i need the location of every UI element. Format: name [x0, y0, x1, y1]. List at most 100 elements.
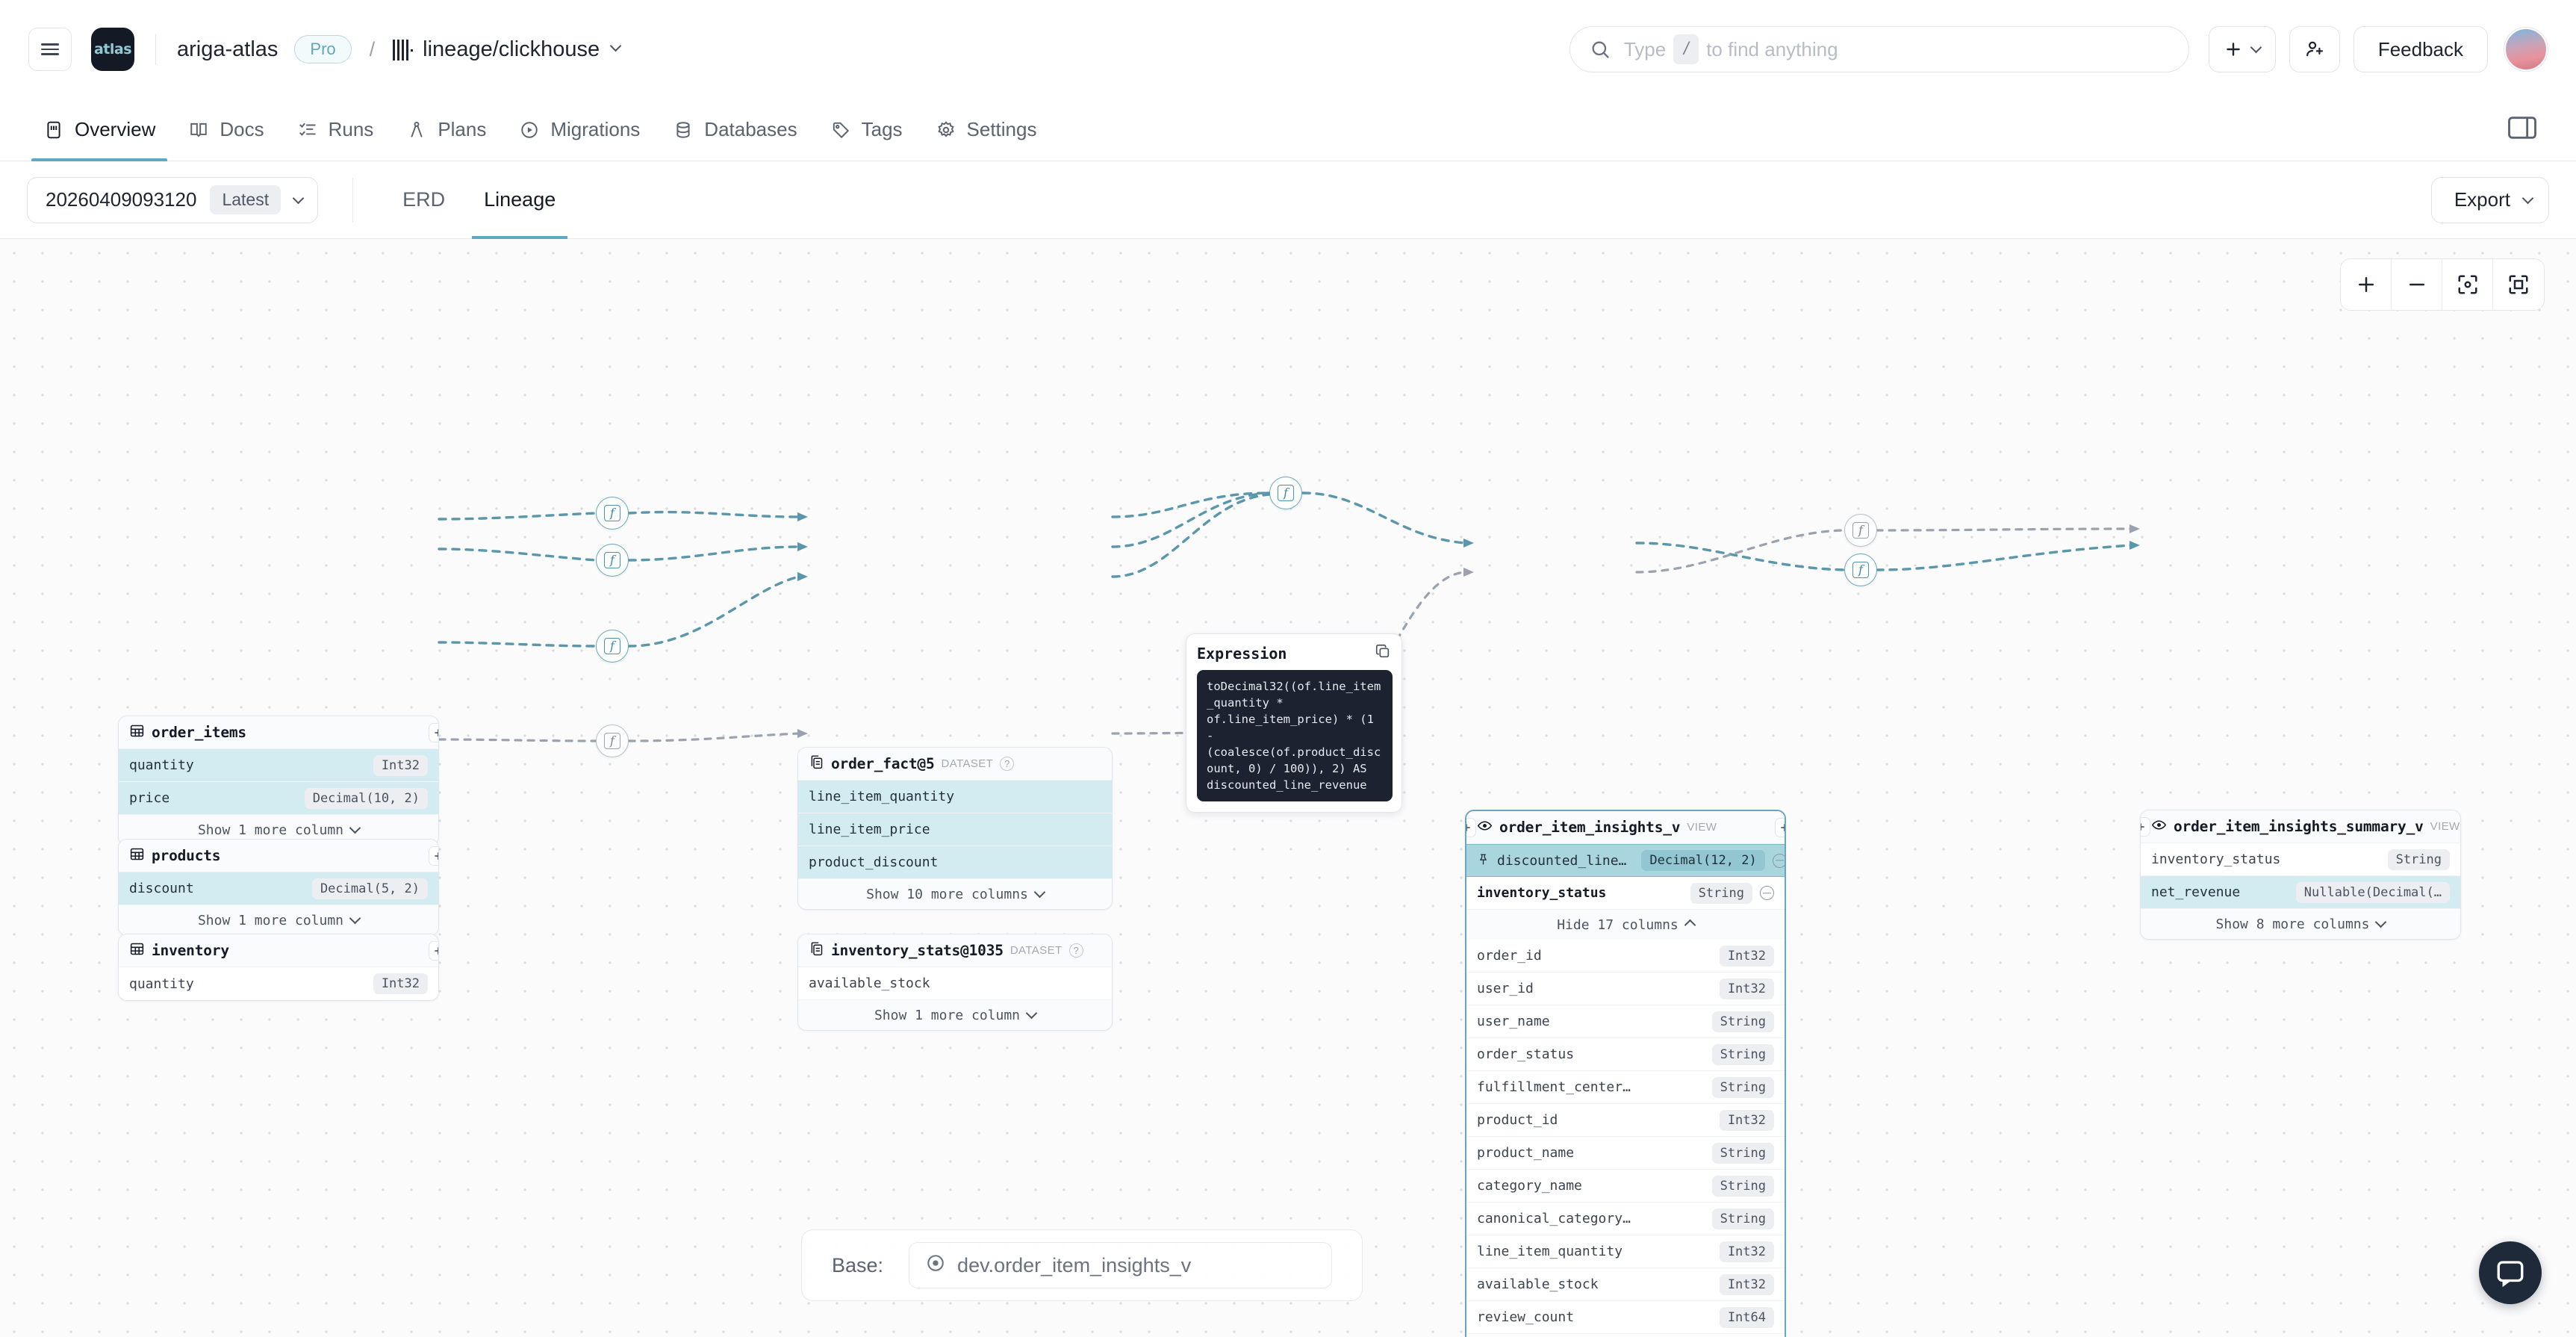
nav-item-settings[interactable]: Settings: [919, 99, 1054, 161]
invite-user-button[interactable]: [2289, 26, 2340, 72]
zoom-in-button[interactable]: [2341, 259, 2392, 310]
hide-columns-button[interactable]: Hide 17 columns: [1466, 910, 1785, 940]
zoom-out-button[interactable]: [2392, 259, 2442, 310]
column-row[interactable]: category_name String: [1466, 1170, 1785, 1203]
feedback-button[interactable]: Feedback: [2353, 26, 2488, 72]
show-more-columns-button[interactable]: Show 8 more columns: [2141, 909, 2460, 939]
column-row[interactable]: product_discount: [798, 846, 1112, 879]
show-more-columns-button[interactable]: Show 10 more columns: [798, 879, 1112, 909]
node-header: inventory: [119, 934, 438, 967]
copy-icon[interactable]: [1375, 643, 1391, 663]
plus-icon: [2358, 277, 2374, 292]
fit-view-button[interactable]: [2442, 259, 2493, 310]
add-button[interactable]: [2208, 26, 2276, 72]
column-row[interactable]: avg_ratingNullable(Decimal(…: [1466, 1334, 1785, 1337]
column-row[interactable]: inventory_status String: [2141, 843, 2460, 876]
column-row[interactable]: fulfillment_center…String: [1466, 1071, 1785, 1104]
expand-downstream-button[interactable]: [1775, 818, 1785, 837]
column-row[interactable]: quantity Int32: [119, 749, 438, 782]
remove-column-icon[interactable]: [1760, 886, 1774, 900]
node-products[interactable]: products discount Decimal(5, 2) Show 1 m…: [118, 839, 439, 936]
column-name: net_revenue: [2151, 884, 2241, 900]
column-type: String: [1711, 1175, 1774, 1197]
nav-item-tags[interactable]: Tags: [814, 99, 919, 161]
chevron-down-icon[interactable]: [609, 40, 622, 58]
node-inventory[interactable]: inventory quantity Int32: [118, 934, 439, 1001]
version-value: 20260409093120: [46, 188, 197, 211]
column-name: discounted_line…: [1497, 852, 1627, 869]
column-row[interactable]: net_revenue Nullable(Decimal(…: [2141, 876, 2460, 909]
node-inventory-stats[interactable]: inventory_stats@1035 DATASET ? available…: [797, 934, 1113, 1031]
nav-label: Runs: [328, 118, 374, 140]
lineage-canvas[interactable]: f f f f f f f f Expression: [0, 239, 2576, 1337]
tab-lineage[interactable]: Lineage: [464, 161, 575, 239]
panel-toggle-icon[interactable]: [2507, 115, 2542, 145]
org-name[interactable]: ariga-atlas: [177, 37, 279, 61]
show-more-columns-button[interactable]: Show 1 more column: [798, 1000, 1112, 1030]
column-row[interactable]: quantity Int32: [119, 967, 438, 1000]
export-button[interactable]: Export: [2430, 176, 2549, 223]
node-order-item-insights-v[interactable]: order_item_insights_v VIEW discounted_li…: [1465, 810, 1786, 1337]
node-order-fact[interactable]: order_fact@5 DATASET ? line_item_quantit…: [797, 747, 1113, 910]
function-node[interactable]: f: [596, 497, 629, 530]
help-icon[interactable]: ?: [1000, 757, 1015, 771]
column-row[interactable]: line_item_quantity: [798, 781, 1112, 813]
function-node[interactable]: f: [1844, 553, 1877, 586]
column-row-selected[interactable]: discounted_line… Decimal(12, 2): [1466, 844, 1785, 877]
column-name: category_name: [1477, 1178, 1582, 1194]
expand-node-button[interactable]: [429, 723, 438, 742]
column-row[interactable]: line_item_price: [798, 813, 1112, 846]
function-glyph: f: [604, 505, 620, 521]
tab-erd[interactable]: ERD: [402, 188, 446, 211]
column-type: Decimal(10, 2): [304, 787, 428, 809]
nav-item-migrations[interactable]: Migrations: [503, 99, 656, 161]
function-node[interactable]: f: [596, 630, 629, 663]
help-icon[interactable]: ?: [1068, 943, 1083, 958]
pin-icon[interactable]: [1477, 853, 1490, 869]
menu-icon[interactable]: [28, 28, 72, 71]
nav-item-databases[interactable]: Databases: [656, 99, 813, 161]
expand-node-button[interactable]: [429, 941, 438, 961]
function-node[interactable]: f: [596, 544, 629, 577]
expand-upstream-button[interactable]: [2141, 817, 2150, 837]
nav-item-runs[interactable]: Runs: [281, 99, 391, 161]
column-row[interactable]: canonical_category…String: [1466, 1203, 1785, 1235]
version-selector[interactable]: 20260409093120 Latest: [27, 176, 319, 223]
column-row[interactable]: available_stock: [798, 967, 1112, 1000]
fit-screen-button[interactable]: [2493, 259, 2544, 310]
column-row[interactable]: price Decimal(10, 2): [119, 782, 438, 815]
view-icon: [2151, 817, 2167, 836]
remove-column-icon[interactable]: [1772, 853, 1785, 868]
project-name[interactable]: lineage/clickhouse: [423, 37, 600, 61]
node-order-item-insights-summary-v[interactable]: order_item_insights_summary_v VIEW inven…: [2140, 810, 2461, 940]
chat-button[interactable]: [2479, 1241, 2542, 1304]
column-row[interactable]: discount Decimal(5, 2): [119, 872, 438, 905]
expand-upstream-button[interactable]: [1466, 818, 1476, 837]
show-more-columns-button[interactable]: Show 1 more column: [119, 905, 438, 935]
nav-item-docs[interactable]: Docs: [172, 99, 280, 161]
function-node[interactable]: f: [1844, 514, 1877, 547]
nav-item-plans[interactable]: Plans: [390, 99, 503, 161]
node-order-items[interactable]: order_items quantity Int32 price Decimal…: [118, 716, 439, 846]
atlas-logo[interactable]: atlas: [91, 28, 134, 71]
project-icon: [393, 38, 415, 61]
expand-node-button[interactable]: [429, 846, 438, 866]
sub-bar: 20260409093120 Latest ERD Lineage Export: [0, 161, 2576, 239]
base-selector[interactable]: dev.order_item_insights_v: [909, 1242, 1332, 1288]
search-input[interactable]: Type / to find anything: [1569, 26, 2189, 72]
column-row[interactable]: inventory_status String: [1466, 877, 1785, 910]
function-node[interactable]: f: [596, 725, 629, 757]
function-node-selected[interactable]: f: [1269, 477, 1302, 509]
nav-item-overview[interactable]: Overview: [27, 99, 172, 161]
avatar[interactable]: [2504, 28, 2548, 71]
